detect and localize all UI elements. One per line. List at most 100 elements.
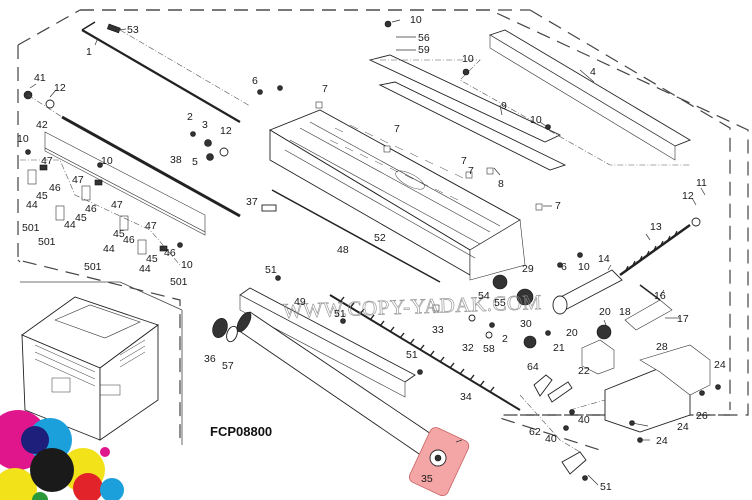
callout-10: 10 xyxy=(578,261,590,273)
callout-51: 51 xyxy=(334,308,346,320)
highlighted-part xyxy=(408,427,470,497)
frame-slots xyxy=(329,124,464,201)
callout-501: 501 xyxy=(22,222,40,234)
bracket-part xyxy=(581,339,615,375)
gear-part xyxy=(523,335,537,349)
bracket-part xyxy=(624,299,673,331)
callout-64: 64 xyxy=(527,361,539,373)
gear-part xyxy=(492,274,508,290)
part-bracket xyxy=(261,204,277,212)
callout-47: 47 xyxy=(111,199,123,211)
callout-57: 57 xyxy=(222,360,234,372)
gear-part xyxy=(596,324,612,340)
callout-26: 26 xyxy=(696,410,708,422)
callout-8: 8 xyxy=(498,178,504,190)
callout-46: 46 xyxy=(85,203,97,215)
callout-10: 10 xyxy=(181,259,193,271)
callout-18: 18 xyxy=(619,306,631,318)
callout-44: 44 xyxy=(26,199,38,211)
gear-part xyxy=(516,288,534,306)
callout-51: 51 xyxy=(406,349,418,361)
lever-unit xyxy=(27,164,168,255)
callout-3: 3 xyxy=(202,119,208,131)
top-plate xyxy=(368,29,692,171)
callout-2: 2 xyxy=(187,111,193,123)
callout-55: 55 xyxy=(494,297,506,309)
callout-44: 44 xyxy=(103,243,115,255)
callout-501: 501 xyxy=(38,236,56,248)
callout-22: 22 xyxy=(578,365,590,377)
diagram-code: FCP08800 xyxy=(210,424,272,439)
main-frame xyxy=(268,109,526,281)
callout-47: 47 xyxy=(41,155,53,167)
callout-13: 13 xyxy=(650,221,662,233)
printer-illustration xyxy=(21,296,159,441)
callout-53: 53 xyxy=(127,24,139,36)
callout-44: 44 xyxy=(139,263,151,275)
callout-6: 6 xyxy=(561,261,567,273)
callout-10: 10 xyxy=(17,133,29,145)
callout-46: 46 xyxy=(49,182,61,194)
callout-36: 36 xyxy=(204,353,216,365)
long-auger xyxy=(329,294,521,411)
callout-12: 12 xyxy=(220,125,232,137)
callout-1: 1 xyxy=(86,46,92,58)
callout-501: 501 xyxy=(84,261,102,273)
printer-frame-line xyxy=(119,281,183,311)
callout-52: 52 xyxy=(374,232,386,244)
callout-48: 48 xyxy=(337,244,349,256)
callout-56: 56 xyxy=(418,32,430,44)
screws xyxy=(25,20,721,481)
callout-40: 40 xyxy=(545,433,557,445)
callout-32: 32 xyxy=(462,342,474,354)
callout-24: 24 xyxy=(656,435,668,447)
callout-38: 38 xyxy=(170,154,182,166)
callout-49: 49 xyxy=(294,296,306,308)
callout-7: 7 xyxy=(322,83,328,95)
callout-30: 30 xyxy=(520,318,532,330)
callout-37: 37 xyxy=(246,196,258,208)
assembly-boundary xyxy=(17,9,749,451)
bushing-part xyxy=(45,99,55,109)
link-plate-assembly xyxy=(20,131,206,266)
callout-58: 58 xyxy=(483,343,495,355)
callout-6: 6 xyxy=(252,75,258,87)
callout-41: 41 xyxy=(34,72,46,84)
callout-10: 10 xyxy=(530,114,542,126)
callout-46: 46 xyxy=(164,247,176,259)
callout-2: 2 xyxy=(502,333,508,345)
callout-501: 501 xyxy=(170,276,188,288)
callout-leaders xyxy=(29,19,706,486)
callout-28: 28 xyxy=(656,341,668,353)
callout-62: 62 xyxy=(529,426,541,438)
callout-33: 33 xyxy=(432,324,444,336)
callout-51: 51 xyxy=(265,264,277,276)
callout-4: 4 xyxy=(590,66,596,78)
part-shaft xyxy=(23,90,241,218)
callout-45: 45 xyxy=(146,253,158,265)
callout-labels: 53 1 41 12 42 10 47 46 45 44 501 10 47 4… xyxy=(17,14,726,493)
callout-10: 10 xyxy=(101,155,113,167)
callout-54: 54 xyxy=(478,290,490,302)
callout-47: 47 xyxy=(145,220,157,232)
callout-42: 42 xyxy=(36,119,48,131)
callout-29: 29 xyxy=(522,263,534,275)
callout-24: 24 xyxy=(714,359,726,371)
part-rod xyxy=(81,21,251,123)
callout-17: 17 xyxy=(677,313,689,325)
callout-16: 16 xyxy=(654,290,666,302)
callout-9: 9 xyxy=(501,100,507,112)
callout-11: 11 xyxy=(696,177,707,189)
callout-24: 24 xyxy=(677,421,689,433)
callout-7: 7 xyxy=(555,200,561,212)
callout-21: 21 xyxy=(553,342,565,354)
callout-10: 10 xyxy=(410,14,422,26)
callout-20: 20 xyxy=(566,327,578,339)
callout-14: 14 xyxy=(598,253,610,265)
callout-40: 40 xyxy=(578,414,590,426)
callout-7: 7 xyxy=(468,165,474,177)
callout-20: 20 xyxy=(599,306,611,318)
spring-part xyxy=(639,284,661,301)
callout-5: 5 xyxy=(192,156,198,168)
